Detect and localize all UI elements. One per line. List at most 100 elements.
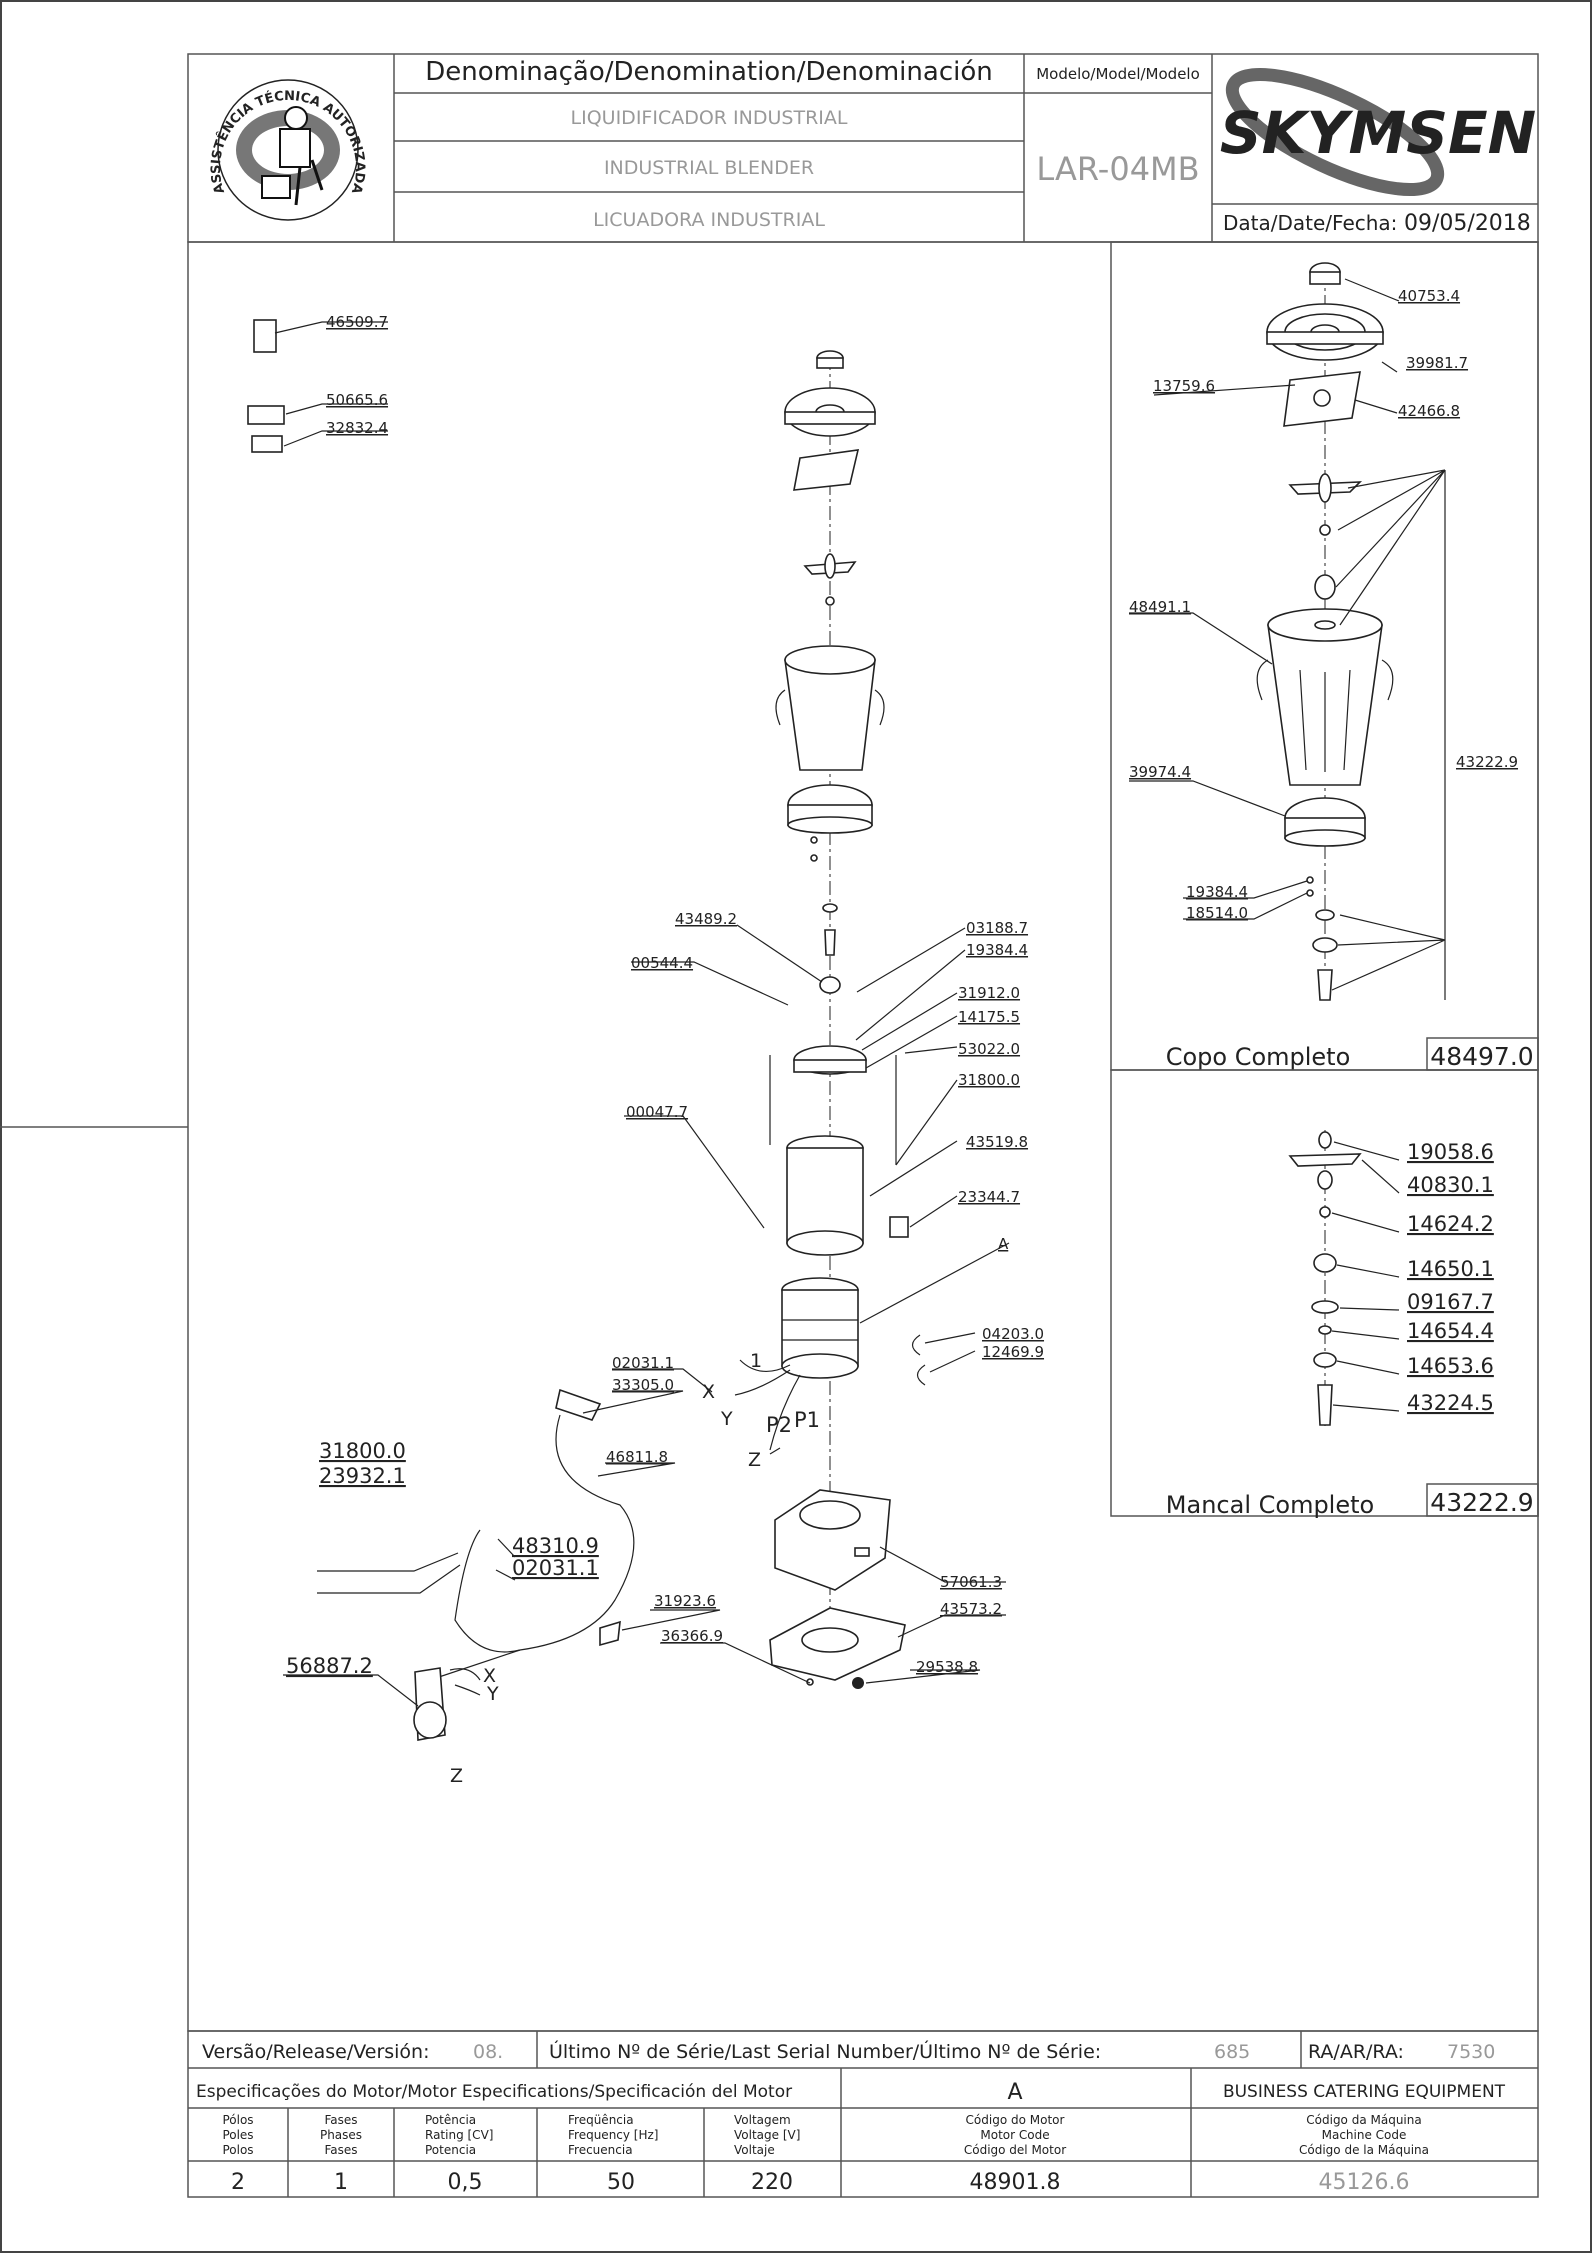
mancal-code: 43222.9 (1430, 1488, 1533, 1517)
svg-text:Freqüência: Freqüência (568, 2113, 634, 2127)
part-50665 (247, 405, 285, 425)
main-assembly (247, 319, 926, 1741)
ra-label: RA/AR/RA: (1308, 2041, 1404, 2063)
label-32832: 32832.4 (326, 419, 388, 437)
spec-frequency-value: 50 (607, 2170, 635, 2195)
svg-text:Rating [CV]: Rating [CV] (425, 2128, 493, 2142)
spec-rating-value: 0,5 (448, 2170, 483, 2195)
copo-label-13759: 13759.6 (1153, 377, 1215, 395)
main-part-labels: 46509.7 50665.6 32832.4 43489.2 03188.7 … (286, 313, 1044, 1787)
denomination-label: Denominação/Denomination/Denominación (425, 57, 992, 87)
wire-Y2: Y (486, 1683, 499, 1705)
mancal-label-40830: 40830.1 (1407, 1173, 1494, 1197)
mancal-label-09167: 09167.7 (1407, 1290, 1494, 1314)
mancal-detail: Mancal Completo 43222.9 (1110, 1069, 1539, 1519)
ra-value: 7530 (1447, 2041, 1495, 2063)
mancal-label-14624: 14624.2 (1407, 1212, 1494, 1236)
spec-col-frequency: Freqüência Frequency [Hz] Frecuencia 50 (568, 2113, 659, 2195)
label-31912: 31912.0 (958, 984, 1020, 1002)
label-57061: 57061.3 (940, 1573, 1002, 1591)
label-43573: 43573.2 (940, 1600, 1002, 1618)
business-label: BUSINESS CATERING EQUIPMENT (1223, 2082, 1506, 2102)
label-46811: 46811.8 (606, 1448, 668, 1466)
label-12469: 12469.9 (982, 1343, 1044, 1361)
wire-X: X (702, 1381, 715, 1403)
label-02031a: 02031.1 (612, 1354, 674, 1372)
date-value: 09/05/2018 (1404, 211, 1531, 236)
copo-label-48491: 48491.1 (1129, 598, 1191, 616)
wire-1: 1 (750, 1350, 762, 1372)
svg-text:Polos: Polos (222, 2143, 253, 2157)
spec-phases-value: 1 (334, 2170, 348, 2195)
svg-text:Potência: Potência (425, 2113, 476, 2127)
detail-leader-lines (1129, 278, 1446, 1412)
label-A: A (998, 1235, 1009, 1253)
motor-spec-label: Especificações do Motor/Motor Especifica… (196, 2082, 792, 2102)
svg-text:Phases: Phases (320, 2128, 362, 2142)
svg-text:Voltagem: Voltagem (734, 2113, 791, 2127)
model-label: Modelo/Model/Modelo (1036, 65, 1200, 83)
wire-Z: Z (748, 1449, 761, 1471)
svg-text:Código del Motor: Código del Motor (964, 2143, 1066, 2157)
mancal-title: Mancal Completo (1166, 1491, 1374, 1519)
label-46509: 46509.7 (326, 313, 388, 331)
spec-machine-code-value: 45126.6 (1319, 2170, 1410, 2195)
wire-Z2: Z (450, 1765, 463, 1787)
spec-motor-code-value: 48901.8 (970, 2170, 1061, 2195)
svg-text:Voltaje: Voltaje (734, 2143, 775, 2157)
copo-label-43222: 43222.9 (1456, 753, 1518, 771)
label-31923: 31923.6 (654, 1592, 716, 1610)
label-04203: 04203.0 (982, 1325, 1044, 1343)
spec-col-phases: Fases Phases Fases 1 (320, 2113, 362, 2195)
mancal-label-43224: 43224.5 (1407, 1391, 1494, 1415)
svg-text:Código do Motor: Código do Motor (966, 2113, 1065, 2127)
svg-text:Frequency [Hz]: Frequency [Hz] (568, 2128, 659, 2142)
part-46509 (253, 319, 277, 353)
svg-text:Machine Code: Machine Code (1322, 2128, 1407, 2142)
svg-text:Voltage [V]: Voltage [V] (734, 2128, 800, 2142)
label-50665: 50665.6 (326, 391, 388, 409)
title-block: ASSISTÊNCIA TÉCNICA AUTORIZADA Denominaç… (187, 53, 1539, 243)
serial-label: Último Nº de Série/Last Serial Number/Úl… (549, 2039, 1101, 2063)
label-23932: 23932.1 (319, 1464, 406, 1488)
label-03188: 03188.7 (966, 919, 1028, 937)
name-es: LICUADORA INDUSTRIAL (593, 209, 825, 231)
spec-voltage-value: 220 (751, 2170, 793, 2195)
wire-X2: X (483, 1665, 496, 1687)
name-en: INDUSTRIAL BLENDER (604, 157, 814, 179)
version-value: 08. (473, 2041, 503, 2063)
label-56887: 56887.2 (286, 1654, 373, 1678)
svg-text:Motor Code: Motor Code (980, 2128, 1049, 2142)
copo-title: Copo Completo (1166, 1043, 1351, 1071)
spec-col-voltage: Voltagem Voltage [V] Voltaje 220 (734, 2113, 800, 2195)
date-label: Data/Date/Fecha: (1223, 211, 1397, 235)
copo-label-18514: 18514.0 (1186, 904, 1248, 922)
serial-value: 685 (1214, 2041, 1250, 2063)
spec-col-motor-code: Código do Motor Motor Code Código del Mo… (964, 2113, 1066, 2195)
wire-P1: P1 (794, 1408, 820, 1432)
copo-part-labels: 40753.4 39981.7 13759.6 42466.8 48491.1 … (1129, 287, 1518, 922)
label-14175: 14175.5 (958, 1008, 1020, 1026)
copo-label-40753: 40753.4 (1398, 287, 1460, 305)
label-31800b: 31800.0 (319, 1439, 406, 1463)
label-43519: 43519.8 (966, 1133, 1028, 1151)
label-33305: 33305.0 (612, 1376, 674, 1394)
label-00544: 00544.4 (631, 954, 693, 972)
svg-text:Poles: Poles (222, 2128, 253, 2142)
svg-text:Pólos: Pólos (222, 2113, 253, 2127)
motor-variant: A (1007, 2080, 1022, 2105)
label-48310: 48310.9 (512, 1534, 599, 1558)
svg-text:Código da Máquina: Código da Máquina (1306, 2113, 1421, 2127)
label-19384: 19384.4 (966, 941, 1028, 959)
label-53022: 53022.0 (958, 1040, 1020, 1058)
svg-text:Código de la Máquina: Código de la Máquina (1299, 2143, 1429, 2157)
mancal-label-19058: 19058.6 (1407, 1140, 1494, 1164)
brand-logo: SKYMSEN (1220, 68, 1536, 196)
svg-text:Potencia: Potencia (425, 2143, 476, 2157)
leader-lines (274, 321, 1010, 1707)
footer-table: Versão/Release/Versión: 08. Último Nº de… (187, 2030, 1539, 2198)
wire-P2: P2 (766, 1413, 792, 1437)
svg-text:Frecuencia: Frecuencia (568, 2143, 633, 2157)
version-label: Versão/Release/Versión: (202, 2041, 430, 2063)
copo-label-19384: 19384.4 (1186, 883, 1248, 901)
